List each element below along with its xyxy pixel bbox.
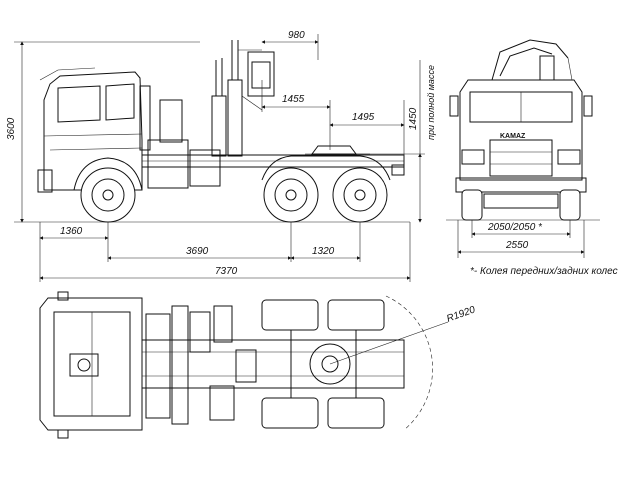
dim-wheelbase: 3690 <box>186 246 209 257</box>
dim-overall-length: 7370 <box>215 266 238 277</box>
footnote: *- Колея передних/задних колес <box>470 266 618 277</box>
fifth-wheel <box>311 145 357 155</box>
front-wheel <box>73 157 143 223</box>
height-note: при полной массе <box>426 65 436 140</box>
rear-wheel-1 <box>263 167 319 223</box>
dim-overall-width: 2550 <box>505 240 529 251</box>
dim-crane-offset: 1455 <box>282 94 305 105</box>
crane <box>211 40 275 157</box>
fifth-wheel-top <box>309 343 351 385</box>
front-view: KAMAZ <box>446 39 600 221</box>
dim-turning-radius: R1920 <box>445 304 477 325</box>
cab <box>43 71 143 191</box>
dim-height: 3600 <box>6 117 17 140</box>
dim-fifth-wheel-height: 1450 <box>408 107 419 130</box>
dim-front-overhang: 1360 <box>60 226 83 237</box>
side-view <box>37 40 410 223</box>
side-dimensions: 3600 980 1455 1495 1450 при полной массе… <box>6 30 436 282</box>
top-view: R1920 <box>39 291 477 439</box>
brand-logo: KAMAZ <box>500 133 526 140</box>
dim-track: 2050/2050 * <box>487 222 543 233</box>
dim-crane-reach: 980 <box>288 30 305 41</box>
front-dimensions: 2050/2050 * 2550 *- Колея передних/задни… <box>457 220 618 277</box>
dim-fifth-wheel-offset: 1495 <box>352 112 375 123</box>
rear-wheel-2 <box>332 167 388 223</box>
dim-rear-bogie: 1320 <box>312 246 335 257</box>
